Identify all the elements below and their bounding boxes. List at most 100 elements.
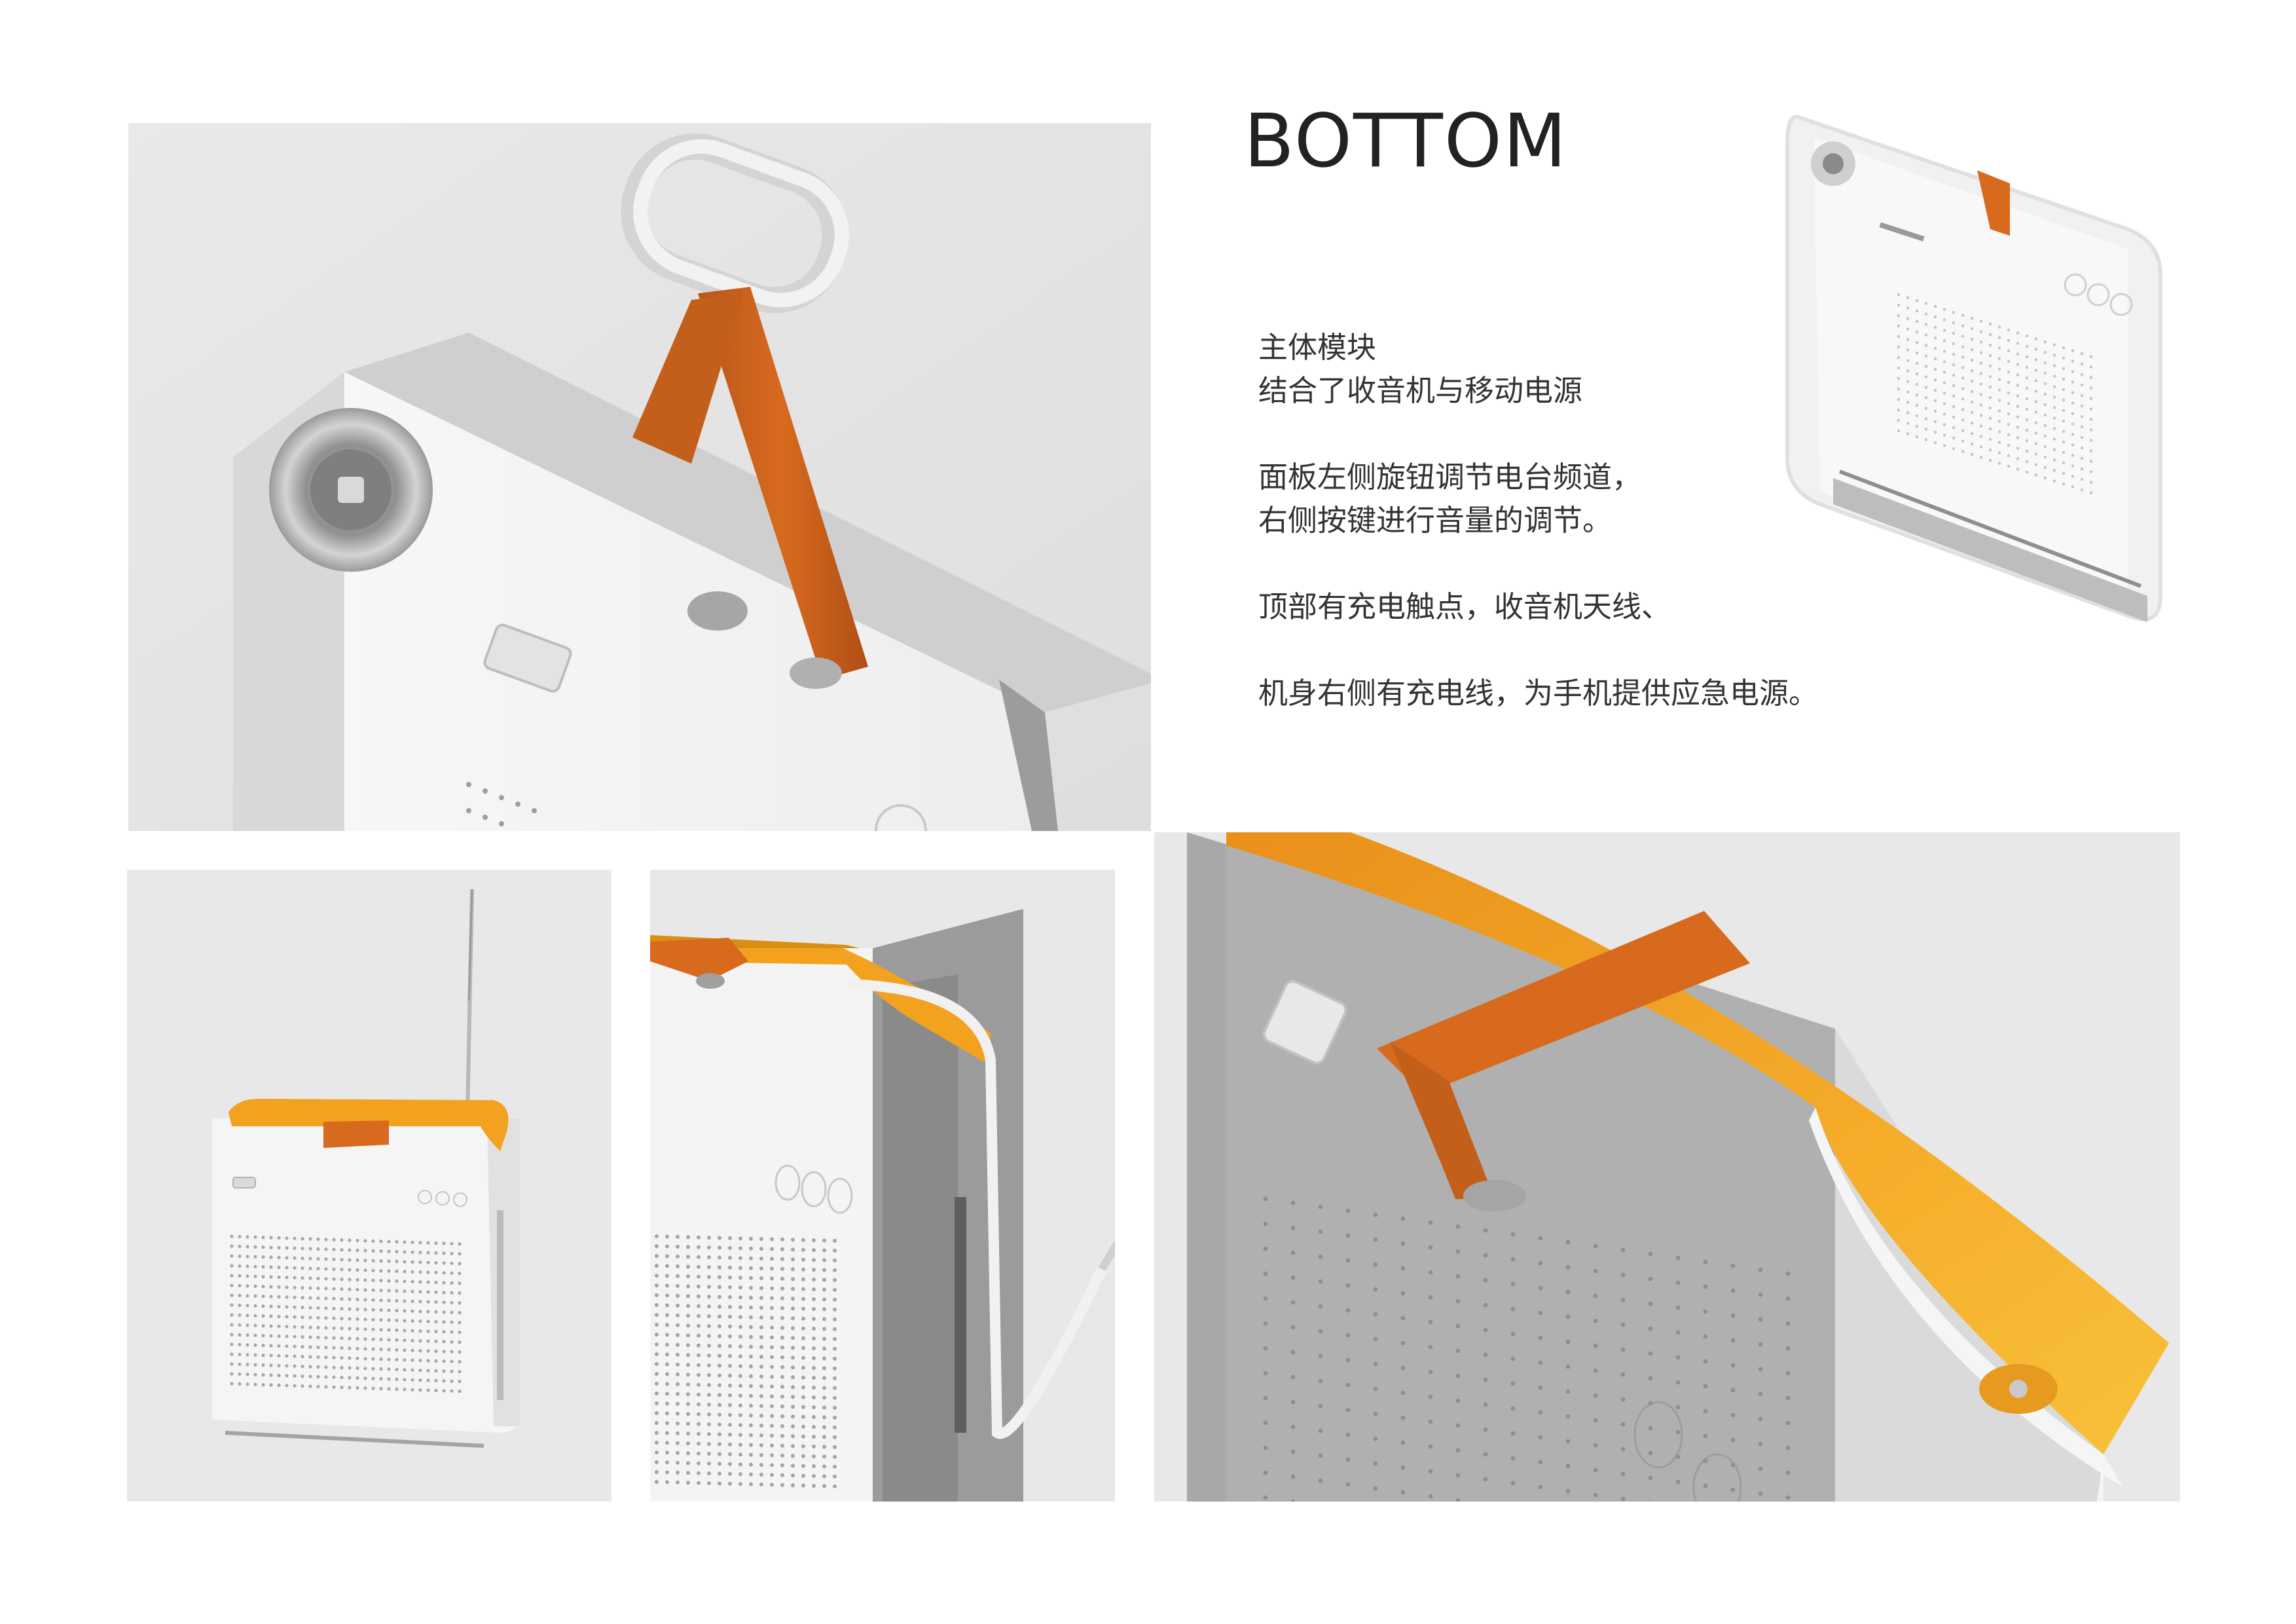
speaker-grille-dot (770, 1247, 774, 1251)
speaker-grille-dot (801, 1444, 805, 1449)
speaker-grille-dot (363, 1278, 367, 1282)
speaker-grille-dot (301, 1266, 304, 1270)
speaker-grille-dot (261, 1383, 265, 1387)
speaker-grille-dot (293, 1315, 297, 1319)
speaker-grille-dot (1952, 415, 1956, 419)
speaker-grille-dot (1933, 420, 1937, 424)
speaker-grille-dot (1428, 1494, 1433, 1499)
speaker-grille-dot (1620, 1347, 1626, 1352)
speaker-grille-dot (1988, 448, 1992, 452)
speaker-grille-dot (812, 1278, 816, 1282)
speaker-grille-dot (285, 1344, 289, 1348)
speaker-grille-dot (458, 1262, 462, 1266)
speaker-grille-dot (1942, 360, 1946, 363)
speaker-grille-dot (332, 1247, 336, 1251)
speaker-grille-dot (697, 1274, 701, 1279)
speaker-grille-dot (1318, 1403, 1323, 1409)
speaker-grille-dot (1400, 1465, 1406, 1470)
speaker-grille-dot (308, 1296, 312, 1300)
speaker-grille-dot (363, 1327, 367, 1331)
speaker-grille-dot (355, 1327, 359, 1331)
speaker-grille-dot (728, 1383, 732, 1388)
speaker-grille-dot (355, 1258, 359, 1262)
speaker-grille-dot (2071, 349, 2075, 352)
speaker-grille-dot (1915, 341, 1919, 344)
speaker-grille-dot (418, 1270, 422, 1274)
speaker-grille-dot (718, 1275, 721, 1280)
speaker-grille-dot (442, 1369, 446, 1373)
speaker-grille-dot (308, 1257, 312, 1261)
speaker-grille-dot (738, 1315, 742, 1320)
speaker-grille-dot (801, 1434, 805, 1439)
speaker-grille-dot (450, 1310, 454, 1314)
speaker-grille-dot (707, 1462, 711, 1466)
speaker-grille-dot (697, 1284, 701, 1289)
speaker-grille-dot (1979, 382, 1983, 386)
speaker-grille-dot (686, 1294, 690, 1299)
speaker-grille-dot (2043, 403, 2047, 407)
speaker-grille-dot (2071, 412, 2075, 415)
speaker-grille-dot (1961, 324, 1965, 327)
speaker-grille-dot (1483, 1253, 1488, 1258)
speaker-grille-dot (1970, 452, 1974, 456)
speaker-grille-dot (686, 1461, 690, 1466)
speaker-grille-dot (1703, 1259, 1708, 1264)
speaker-grille-dot (332, 1257, 336, 1261)
speaker-grille-dot (426, 1310, 430, 1314)
speaker-grille-dot (1730, 1263, 1736, 1268)
speaker-grille-dot (833, 1405, 837, 1410)
speaker-grille-dot (1593, 1418, 1598, 1423)
speaker-grille-dot (2034, 400, 2038, 403)
speaker-grille-dot (1915, 393, 1919, 397)
speaker-grille-dot (387, 1387, 391, 1391)
speaker-grille-dot (780, 1473, 784, 1477)
speaker-grille-dot (458, 1252, 462, 1256)
speaker-grille-dot (697, 1255, 701, 1259)
speaker-grille-dot (1263, 1395, 1268, 1401)
speaker-grille-dot (371, 1308, 375, 1312)
speaker-grille-dot (1703, 1384, 1708, 1389)
speaker-grille-dot (1620, 1447, 1626, 1452)
speaker-grille-dot (355, 1268, 359, 1272)
speaker-grille-dot (246, 1343, 249, 1347)
speaker-grille-dot (791, 1238, 795, 1242)
speaker-grille-dot (655, 1441, 659, 1445)
speaker-grille-dot (1785, 1296, 1791, 1301)
speaker-grille-dot (749, 1393, 753, 1398)
speaker-grille-dot (791, 1483, 795, 1488)
speaker-grille-dot (697, 1471, 701, 1475)
speaker-grille-dot (686, 1382, 690, 1387)
speaker-grille-dot (340, 1248, 344, 1252)
speaker-grille-dot (1730, 1338, 1736, 1343)
speaker-grille-dot (2071, 433, 2075, 436)
speaker-grille-dot (355, 1238, 359, 1242)
speaker-grille-dot (230, 1244, 234, 1248)
speaker-grille-dot (387, 1308, 391, 1312)
speaker-grille-dot (738, 1423, 742, 1428)
speaker-grille-dot (238, 1254, 242, 1258)
speaker-grille-dot (2062, 451, 2066, 454)
speaker-grille-dot (324, 1365, 328, 1369)
speaker-grille-dot (1915, 424, 1919, 428)
description-line: 机身右侧有充电线，为手机提供应急电源。 (1258, 676, 1819, 710)
speaker-grille-dot (1758, 1342, 1763, 1347)
speaker-grille-dot (655, 1254, 659, 1258)
speaker-grille-dot (1906, 390, 1910, 394)
speaker-grille-dot (355, 1307, 359, 1311)
speaker-grille-dot (822, 1248, 826, 1253)
speaker-grille-dot (1648, 1251, 1653, 1257)
speaker-grille-dot (1593, 1343, 1598, 1348)
speaker-grille-dot (770, 1355, 774, 1359)
speaker-grille-dot (316, 1375, 320, 1378)
speaker-grille-dot (450, 1379, 454, 1383)
speaker-grille-dot (1318, 1254, 1323, 1259)
speaker-grille-dot (822, 1445, 826, 1449)
speaker-grille-dot (324, 1316, 328, 1320)
speaker-grille-dot (718, 1334, 721, 1338)
speaker-grille-dot (665, 1244, 669, 1249)
speaker-grille-dot (450, 1291, 454, 1295)
speaker-grille-dot (655, 1450, 659, 1454)
speaker-grille-dot (458, 1301, 462, 1305)
speaker-grille-dot (2007, 370, 2011, 374)
speaker-grille-dot (822, 1268, 826, 1272)
